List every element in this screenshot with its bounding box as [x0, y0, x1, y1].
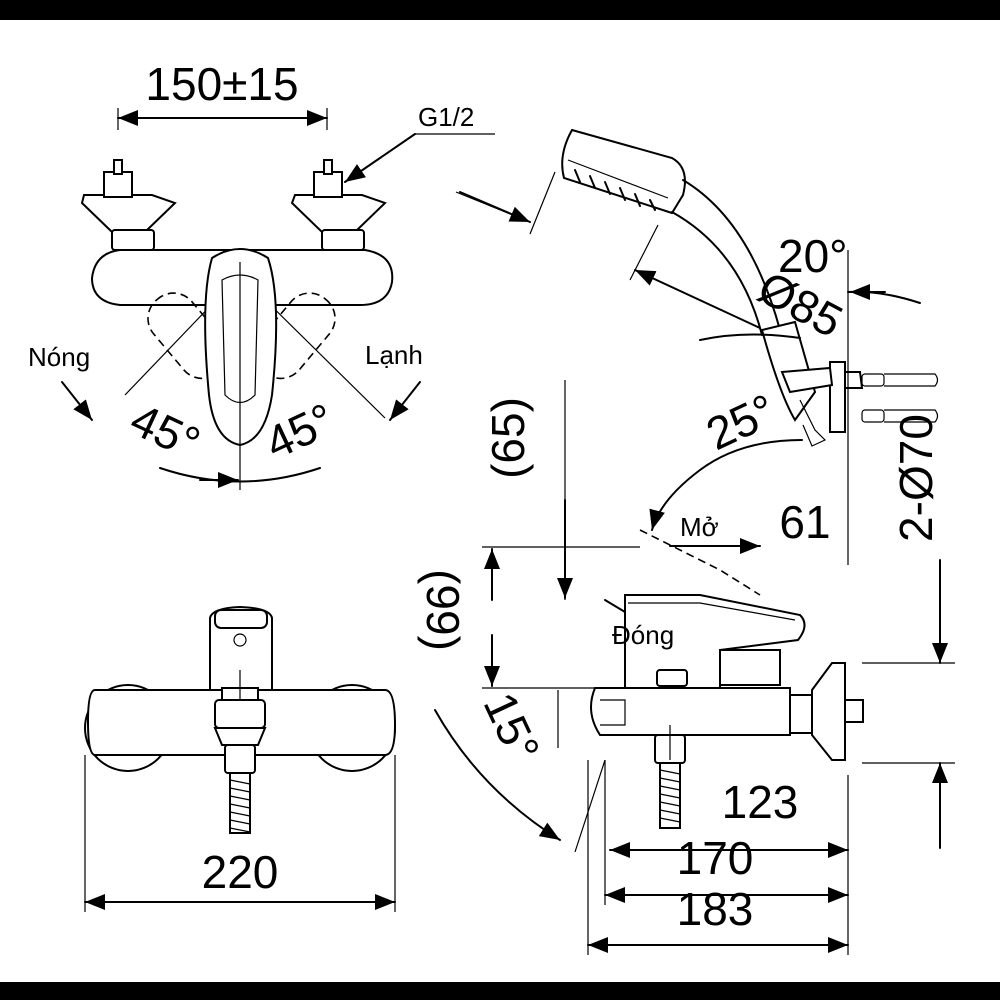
closed-label: Đóng	[612, 620, 674, 650]
dim-65-label: (65)	[482, 397, 534, 479]
width-dim-label: 150±15	[145, 58, 298, 110]
dim-99-label: (99)	[417, 569, 469, 651]
bottom-frame-bar	[0, 982, 1000, 1000]
dim-183-label: 183	[677, 883, 754, 935]
hot-label: Nóng	[28, 342, 90, 372]
thread-label: G1/2	[418, 102, 474, 132]
side-view: 20° Ø85 25° 2-Ø70 61 (65) Mở (99)	[417, 128, 955, 955]
flange-dia-label: 2-Ø70	[890, 414, 942, 542]
dim-123-label: 123	[722, 776, 799, 828]
dim-61-label: 61	[779, 496, 830, 548]
front-view: 220	[84, 605, 397, 912]
open-label: Mở	[680, 512, 719, 542]
mixer-side-body	[590, 594, 864, 829]
drawing-sheet	[0, 20, 1000, 982]
overall-width-label: 220	[202, 846, 279, 898]
dim-170-label: 170	[677, 832, 754, 884]
cold-label: Lạnh	[365, 340, 423, 370]
head-tilt-label: 20°	[778, 230, 848, 282]
top-frame-bar	[0, 0, 1000, 20]
